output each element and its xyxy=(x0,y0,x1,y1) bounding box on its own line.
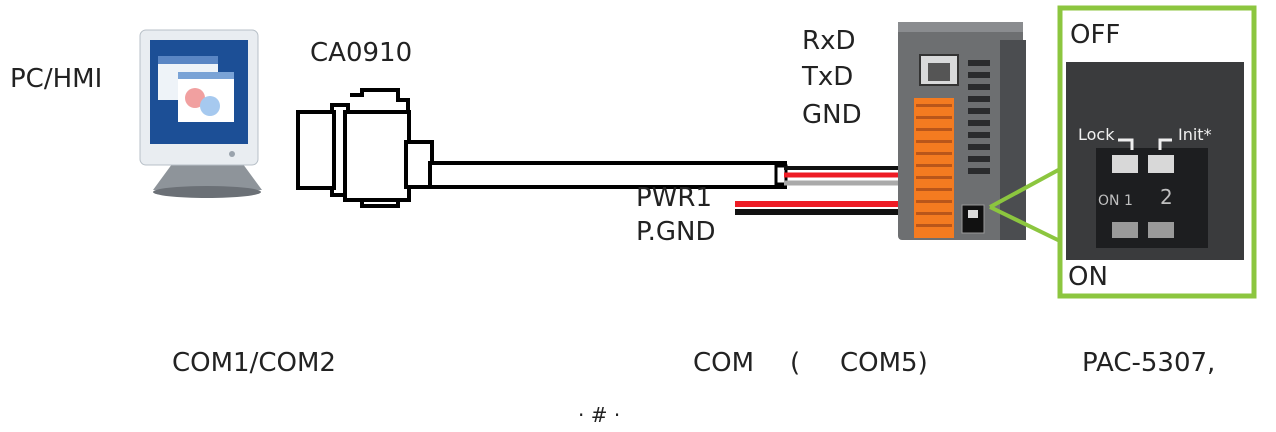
gnd-label: GND xyxy=(802,100,862,130)
off-label: OFF xyxy=(1070,20,1121,50)
cable-label: CA0910 xyxy=(310,38,413,68)
init-label: Init* xyxy=(1178,125,1212,144)
rxd-label: RxD xyxy=(802,26,856,56)
caption-com1-com2: COM1/COM2 xyxy=(172,348,336,378)
pac-5307-device xyxy=(898,22,1026,240)
dip-switch-panel xyxy=(1057,5,1257,299)
switch-position-2-label: 2 xyxy=(1160,185,1173,209)
power-wires xyxy=(735,201,925,215)
pc-hmi-label: PC/HMI xyxy=(10,64,103,94)
pc-monitor-icon xyxy=(139,29,262,198)
on-label: ON xyxy=(1068,262,1108,292)
caption-device: PAC-5307, xyxy=(1082,348,1216,378)
caption-line-2: · # · xyxy=(578,403,621,427)
pwr1-label: PWR1 xyxy=(636,183,712,213)
callout-pointer xyxy=(989,166,1063,244)
caption-com5: COM5) xyxy=(840,348,928,378)
caption-com: COM xyxy=(693,348,755,378)
lock-label: Lock xyxy=(1078,125,1115,144)
db9-connector xyxy=(296,88,434,208)
cable xyxy=(428,161,788,189)
pgnd-label: P.GND xyxy=(636,217,716,247)
txd-label: TxD xyxy=(802,62,854,92)
switch-position-1-label: ON 1 xyxy=(1098,193,1133,209)
caption-paren: ( xyxy=(790,348,801,378)
